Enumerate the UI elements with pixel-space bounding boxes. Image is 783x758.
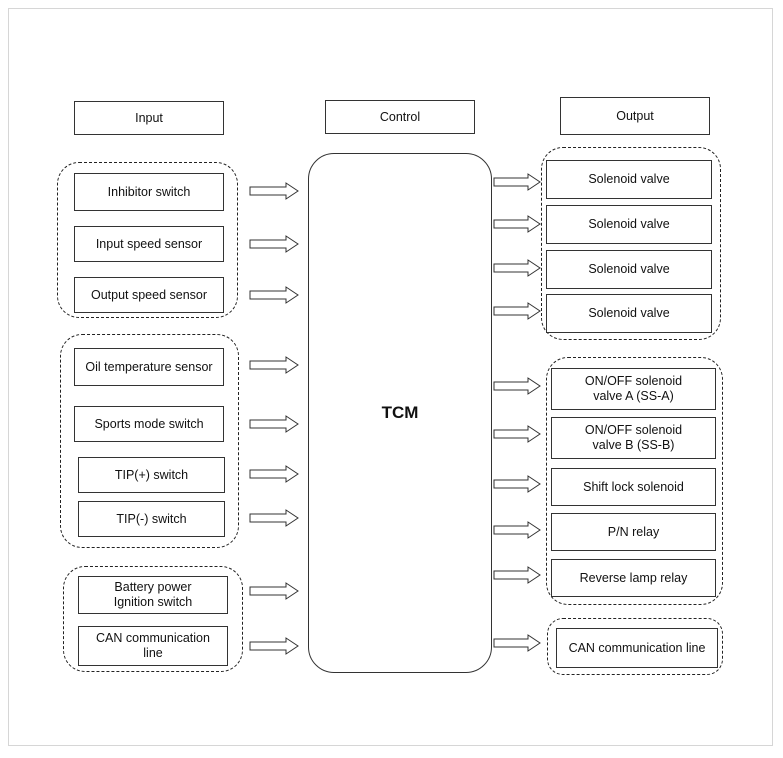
input-arrow-1 xyxy=(249,182,299,200)
output-solenoid-valve-2: Solenoid valve xyxy=(546,205,712,244)
input-arrow-5 xyxy=(249,415,299,433)
output-group-onoff-relays xyxy=(546,357,723,605)
output-arrow-1 xyxy=(493,173,541,191)
input-arrow-3 xyxy=(249,286,299,304)
tcm-label: TCM xyxy=(381,403,419,422)
input-battery-ignition-text: Battery power Ignition switch xyxy=(113,580,193,609)
output-solenoid-valve-1: Solenoid valve xyxy=(546,160,712,199)
output-can-communication-line: CAN communication line xyxy=(556,628,718,668)
output-arrow-10 xyxy=(493,634,541,652)
input-input-speed-sensor: Input speed sensor xyxy=(74,226,224,262)
control-header: Control xyxy=(325,100,475,134)
input-tip-minus-switch: TIP(-) switch xyxy=(78,501,225,537)
input-output-speed-sensor: Output speed sensor xyxy=(74,277,224,313)
output-arrow-4 xyxy=(493,302,541,320)
input-can-communication-line: CAN communication line xyxy=(78,626,228,666)
output-shift-lock-solenoid: Shift lock solenoid xyxy=(551,468,716,506)
output-arrow-9 xyxy=(493,566,541,584)
input-arrow-4 xyxy=(249,356,299,374)
input-oil-temperature-sensor: Oil temperature sensor xyxy=(74,348,224,386)
output-solenoid-valve-4: Solenoid valve xyxy=(546,294,712,333)
output-arrow-3 xyxy=(493,259,541,277)
input-arrow-8 xyxy=(249,582,299,600)
output-header: Output xyxy=(560,97,710,135)
input-arrow-6 xyxy=(249,465,299,483)
input-group-switches xyxy=(60,334,239,548)
output-arrow-2 xyxy=(493,215,541,233)
input-header: Input xyxy=(74,101,224,135)
output-onoff-solenoid-b: ON/OFF solenoid valve B (SS-B) xyxy=(551,417,716,459)
arrow-group xyxy=(249,173,541,655)
input-group-sensors xyxy=(57,162,238,318)
output-arrow-6 xyxy=(493,425,541,443)
input-sports-mode-switch: Sports mode switch xyxy=(74,406,224,442)
output-group-solenoid-valves xyxy=(541,147,721,340)
output-arrow-5 xyxy=(493,377,541,395)
output-solenoid-valve-3: Solenoid valve xyxy=(546,250,712,289)
input-arrow-2 xyxy=(249,235,299,253)
output-onoff-solenoid-a-text: ON/OFF solenoid valve A (SS-A) xyxy=(584,374,683,403)
output-reverse-lamp-relay: Reverse lamp relay xyxy=(551,559,716,597)
output-pn-relay: P/N relay xyxy=(551,513,716,551)
input-group-power-can xyxy=(63,566,243,672)
input-arrow-7 xyxy=(249,509,299,527)
output-onoff-solenoid-b-text: ON/OFF solenoid valve B (SS-B) xyxy=(584,423,683,452)
output-group-can xyxy=(547,618,723,675)
output-arrow-7 xyxy=(493,475,541,493)
output-arrow-8 xyxy=(493,521,541,539)
input-can-line-text: CAN communication line xyxy=(96,631,210,660)
input-inhibitor-switch: Inhibitor switch xyxy=(74,173,224,211)
input-battery-ignition: Battery power Ignition switch xyxy=(78,576,228,614)
output-onoff-solenoid-a: ON/OFF solenoid valve A (SS-A) xyxy=(551,368,716,410)
tcm-block: TCM xyxy=(308,153,492,673)
input-arrow-9 xyxy=(249,637,299,655)
input-tip-plus-switch: TIP(+) switch xyxy=(78,457,225,493)
